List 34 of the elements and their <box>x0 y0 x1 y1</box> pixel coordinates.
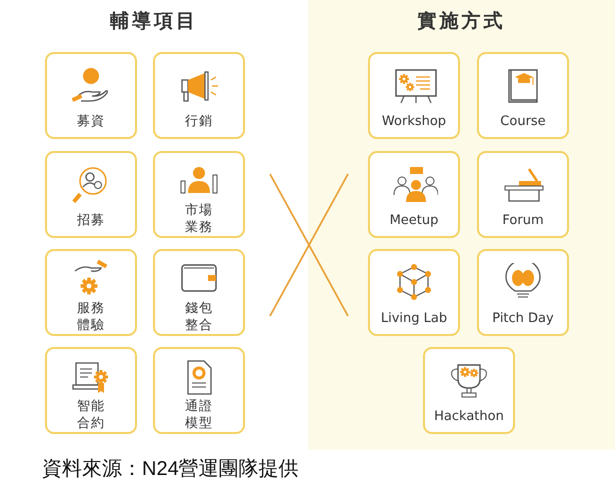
item-label: 行銷 <box>184 114 214 131</box>
item-card <box>477 151 569 238</box>
item-card <box>368 151 460 238</box>
item-card <box>368 249 460 336</box>
item-label: 招募 <box>76 213 106 230</box>
item-label: 智能合約 <box>76 399 106 433</box>
item-card <box>368 52 460 139</box>
item-card <box>153 249 245 336</box>
item-label: Workshop <box>382 114 446 131</box>
item-card <box>477 52 569 139</box>
item-label: 募資 <box>76 114 106 131</box>
item-label: Pitch Day <box>492 311 554 328</box>
item-label: 通證模型 <box>184 399 214 433</box>
item-card <box>45 52 137 139</box>
panel-heading: 輔導項目 <box>109 9 199 34</box>
item-card <box>45 347 137 434</box>
item-card <box>423 347 515 434</box>
item-card <box>153 347 245 434</box>
item-card <box>153 151 245 238</box>
item-label: 市場業務 <box>184 203 214 237</box>
item-label: Hackathon <box>434 409 504 426</box>
item-card <box>153 52 245 139</box>
panel-heading: 實施方式 <box>416 9 506 34</box>
item-label: 服務體驗 <box>76 301 106 335</box>
item-label: Meetup <box>390 213 438 230</box>
item-label: Course <box>500 114 546 131</box>
item-label: 錢包整合 <box>184 301 214 335</box>
source-caption: 資料來源：N24營運團隊提供 <box>42 457 299 482</box>
item-label: Forum <box>502 213 544 230</box>
panel-background <box>308 0 615 450</box>
item-card <box>45 151 137 238</box>
item-card <box>45 249 137 336</box>
item-label: Living Lab <box>380 311 448 328</box>
item-card <box>477 249 569 336</box>
